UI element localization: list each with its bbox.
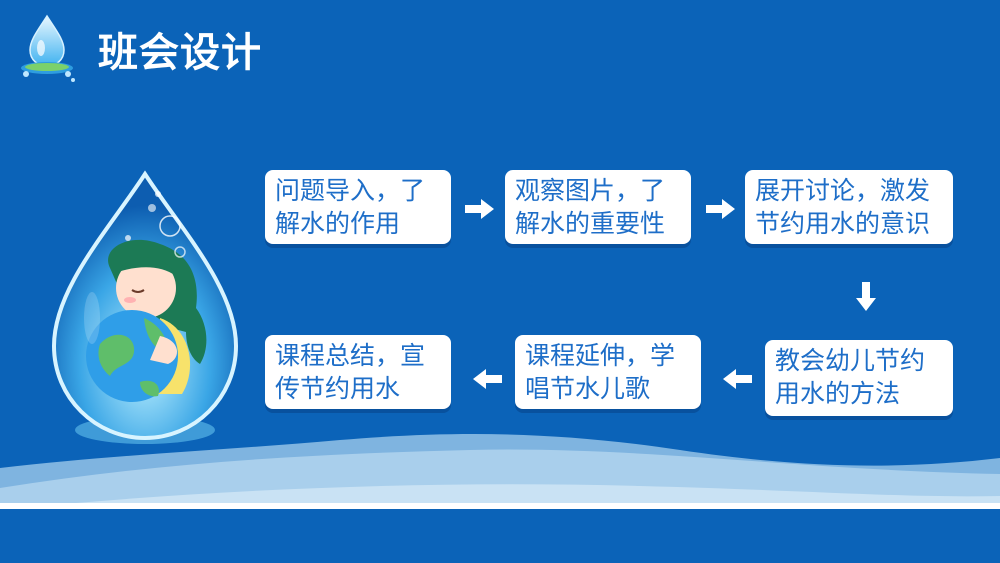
step-1-line-2: 解水的作用 — [275, 209, 401, 238]
arrow-right-icon — [706, 199, 735, 219]
arrow-left-icon — [723, 369, 752, 389]
step-box-5: 课程延伸，学 唱节水儿歌 — [515, 335, 701, 409]
step-4-line-1: 教会幼儿节约 — [775, 346, 926, 375]
step-4-line-2: 用水的方法 — [775, 379, 901, 408]
step-3-line-1: 展开讨论，激发 — [755, 176, 931, 205]
step-3-line-2: 节约用水的意识 — [755, 209, 931, 238]
step-box-1: 问题导入，了 解水的作用 — [265, 170, 451, 244]
arrow-right-icon — [465, 199, 494, 219]
bottom-wave-decoration — [0, 434, 1000, 563]
step-5-line-2: 唱节水儿歌 — [525, 374, 651, 403]
water-drop-logo-icon — [21, 14, 75, 82]
step-6-line-1: 课程总结，宣 — [275, 341, 426, 370]
page-title: 班会设计 — [98, 30, 262, 76]
arrow-left-icon — [473, 369, 502, 389]
step-box-4: 教会幼儿节约 用水的方法 — [765, 340, 953, 416]
step-2-line-1: 观察图片，了 — [515, 176, 666, 205]
step-6-line-2: 传节约用水 — [275, 374, 401, 403]
step-2-line-2: 解水的重要性 — [515, 209, 666, 238]
step-box-3: 展开讨论，激发 节约用水的意识 — [745, 170, 953, 244]
arrow-down-icon — [856, 282, 876, 311]
step-5-line-1: 课程延伸，学 — [525, 341, 676, 370]
step-1-line-1: 问题导入，了 — [275, 176, 426, 205]
step-box-6: 课程总结，宣 传节约用水 — [265, 335, 451, 409]
water-drop-girl-hugging-earth-illustration — [51, 170, 239, 444]
step-box-2: 观察图片，了 解水的重要性 — [505, 170, 691, 244]
